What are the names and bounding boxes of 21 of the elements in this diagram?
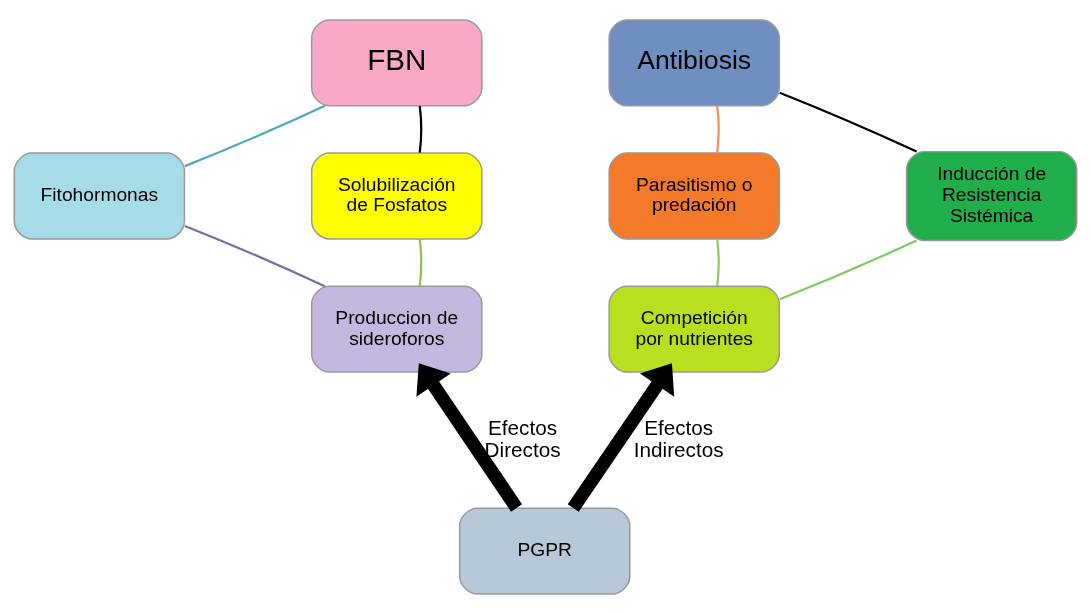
edge-label: Efectos Indirectos [633,415,724,461]
connector [716,105,720,153]
connector [779,238,918,300]
node-box: PGPR [458,507,631,595]
connector [779,91,918,153]
node-box: Produccion de sideroforos [310,285,483,373]
node-box: Fitohormonas [13,151,186,240]
edge-label: Efectos Directos [484,415,561,461]
connector [716,238,720,286]
node-box: Antibiosis [608,18,781,106]
node-box: Solubilización de Fosfatos [310,151,483,240]
node-box: FBN [310,18,483,106]
connector [418,105,423,153]
connector [418,238,423,286]
arrow [416,362,523,512]
connector [184,224,326,287]
arrow [567,362,675,512]
node-box: Parasitismo o predación [608,151,781,240]
connector [184,104,326,167]
node-box: Competición por nutrientes [608,285,781,373]
node-box: Inducción de Resistencia Sistémica [905,150,1078,241]
